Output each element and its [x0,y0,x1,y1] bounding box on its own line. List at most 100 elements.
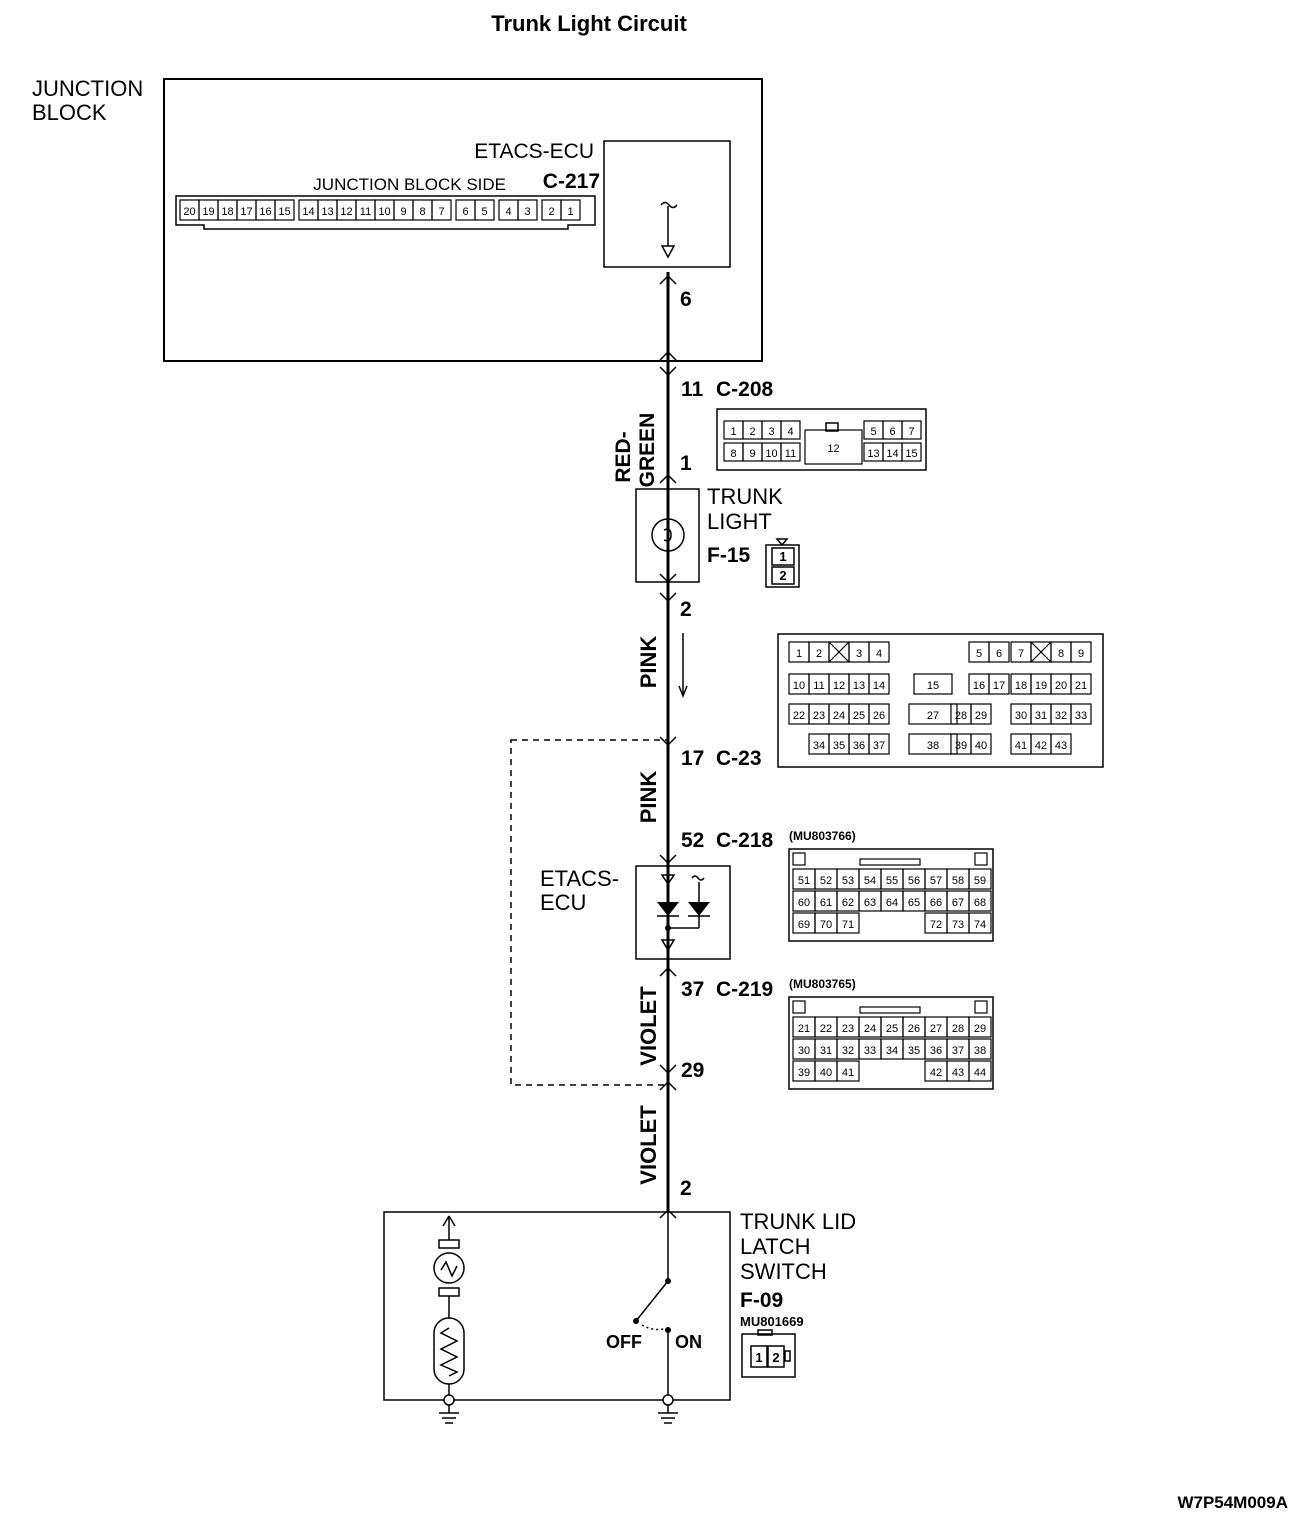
c23-pin-20: 20 [1055,680,1067,692]
c23-pin-42: 42 [1035,740,1047,752]
c219-pins-pin-35: 35 [908,1045,920,1057]
c23-pin-26: 26 [873,710,885,722]
c217-pin-14: 14 [302,206,314,218]
c217-pin-5: 5 [481,206,487,218]
switch-on-label: ON [675,1332,702,1352]
c218-pins-pin-57: 57 [930,875,942,887]
c218-id: C-218 [716,829,774,852]
junction-block-label-1: JUNCTION [32,76,143,101]
c219-pins-pin-41: 41 [842,1067,854,1079]
c218-pins-pin-62: 62 [842,897,854,909]
f09-pin-2: 2 [772,1350,779,1365]
wire-color-violet-2: VIOLET [636,1105,661,1185]
c217-pin-18: 18 [221,206,233,218]
c23-pin-17: 17 [993,680,1005,692]
c217-pin-11: 11 [360,206,371,218]
c23-pin-30: 30 [1015,710,1027,722]
c23-pin-2: 2 [816,648,822,660]
c218-pins-pin-74: 74 [974,919,986,931]
trunk-light-label-2: LIGHT [707,509,772,534]
c219-pins-pin-31: 31 [820,1045,832,1057]
c208-id: C-208 [716,378,774,401]
f15-pin-2: 2 [779,568,786,583]
connector-f09: 1 2 [741,1329,796,1378]
etacs-ecu-output-symbol [660,201,678,259]
c219-pins-pin-43: 43 [952,1067,964,1079]
c23-pin-24: 24 [833,710,845,722]
c23-id: C-23 [716,747,762,770]
c23-pin-38: 38 [927,740,939,752]
c23-pin-14: 14 [873,680,885,692]
c219-pins-pin-21: 21 [798,1023,810,1035]
c217-pin-8: 8 [419,206,425,218]
wire-color-pink-2-text: PINK [636,771,661,824]
latch-switch-terminal: 2 [680,1177,692,1200]
junction-block-terminal: 6 [680,288,692,311]
wire-color-violet-1: VIOLET [636,986,661,1066]
trunk-light-connector-id: F-15 [707,544,751,567]
junction-block-side-label: JUNCTION BLOCK SIDE [313,175,506,194]
c208-terminal-top: 11 [681,378,704,401]
c23-pin-8: 8 [1058,648,1064,660]
c217-pin-16: 16 [259,206,271,218]
switch-off-label: OFF [606,1332,642,1352]
c219-pins-pin-38: 38 [974,1045,986,1057]
c208-pin-6: 6 [889,426,895,438]
c23-pin-40: 40 [975,740,987,752]
c217-pin-1: 1 [567,206,573,218]
f09-pin-1: 1 [755,1350,762,1365]
etacs-ecu-diode-icon [657,874,710,952]
etacs-ecu-label-2: ECU [540,890,586,915]
latch-switch-part-no: MU801669 [740,1314,804,1329]
c208-pin-10: 10 [765,448,777,460]
c23-pin-1: 1 [796,648,802,660]
c208-pin-14: 14 [886,448,898,460]
latch-switch-contact-icon [633,1212,671,1396]
c217-pin-7: 7 [438,206,444,218]
diagram-title: Trunk Light Circuit [491,11,687,36]
etacs-ecu-dashed-boundary [510,739,669,1086]
etacs-ecu-label-1: ETACS- [540,866,619,891]
c219-pins-pin-36: 36 [930,1045,942,1057]
c219-pins-pin-24: 24 [864,1023,876,1035]
c23-pin-6: 6 [996,648,1002,660]
latch-actuator-icon [433,1215,465,1318]
c23-pin-15: 15 [927,680,939,692]
wire-color-red-green-line2: GREEN [636,413,659,488]
etacs-ecu-box [635,865,731,960]
c219-id: C-219 [716,978,773,1001]
c208-pin-2: 2 [749,426,755,438]
c218-pins-pin-61: 61 [820,897,832,909]
wire-color-pink-1-text: PINK [636,636,661,689]
trunk-light-bulb-icon [651,518,685,552]
current-flow-arrow [678,633,688,699]
c23-pin-7: 7 [1018,648,1024,660]
c218-pins-pin-54: 54 [864,875,876,887]
ground-left-icon [439,1394,459,1424]
c23-pin-36: 36 [853,740,865,752]
c23-pin-43: 43 [1055,740,1067,752]
c218-pins-pin-60: 60 [798,897,810,909]
c219-pins-pin-33: 33 [864,1045,876,1057]
wire-color-pink-2: PINK [636,771,661,824]
c217-pin-9: 9 [400,206,406,218]
c219-pins-pin-22: 22 [820,1023,832,1035]
c218-pins-pin-51: 51 [798,875,810,887]
c23-pin-12: 12 [833,680,845,692]
latch-switch-box [383,1211,731,1401]
c219-terminal-bottom: 29 [681,1059,704,1082]
c219-pins-pin-23: 23 [842,1023,854,1035]
c23-pin-31: 31 [1035,710,1047,722]
c218-pins-pin-73: 73 [952,919,964,931]
c23-pin-23: 23 [813,710,825,722]
c217-pin-10: 10 [378,206,390,218]
c23-pin-32: 32 [1055,710,1067,722]
c23-pin-11: 11 [813,680,824,692]
c217-pin-12: 12 [340,206,352,218]
etacs-ecu-box-top [603,140,731,268]
c208-pin-12: 12 [827,443,839,455]
wire-color-red-green: RED- GREEN [612,413,659,488]
c23-pin-28: 28 [955,710,967,722]
